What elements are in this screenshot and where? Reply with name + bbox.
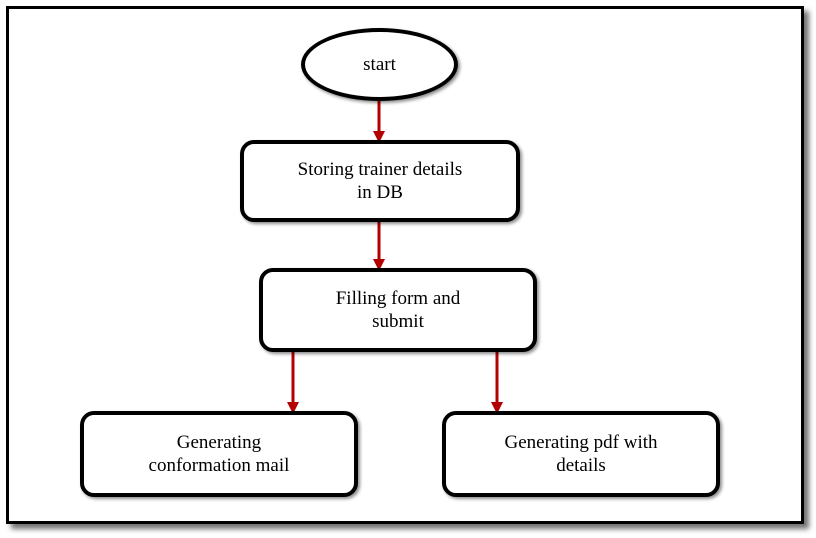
start-label: start [363,54,396,75]
store-trainer-details-node: Storing trainer details in DB [240,140,520,222]
confirmation-mail-node: Generating conformation mail [80,411,358,497]
generate-pdf-label: Generating pdf with details [504,432,658,476]
generate-pdf-node: Generating pdf with details [442,411,720,497]
start-node: start [301,28,458,101]
filling-form-node: Filling form and submit [259,268,537,352]
filling-form-label: Filling form and submit [335,288,461,332]
confirmation-mail-label: Generating conformation mail [148,432,290,476]
store-trainer-details-label: Storing trainer details in DB [297,159,463,203]
